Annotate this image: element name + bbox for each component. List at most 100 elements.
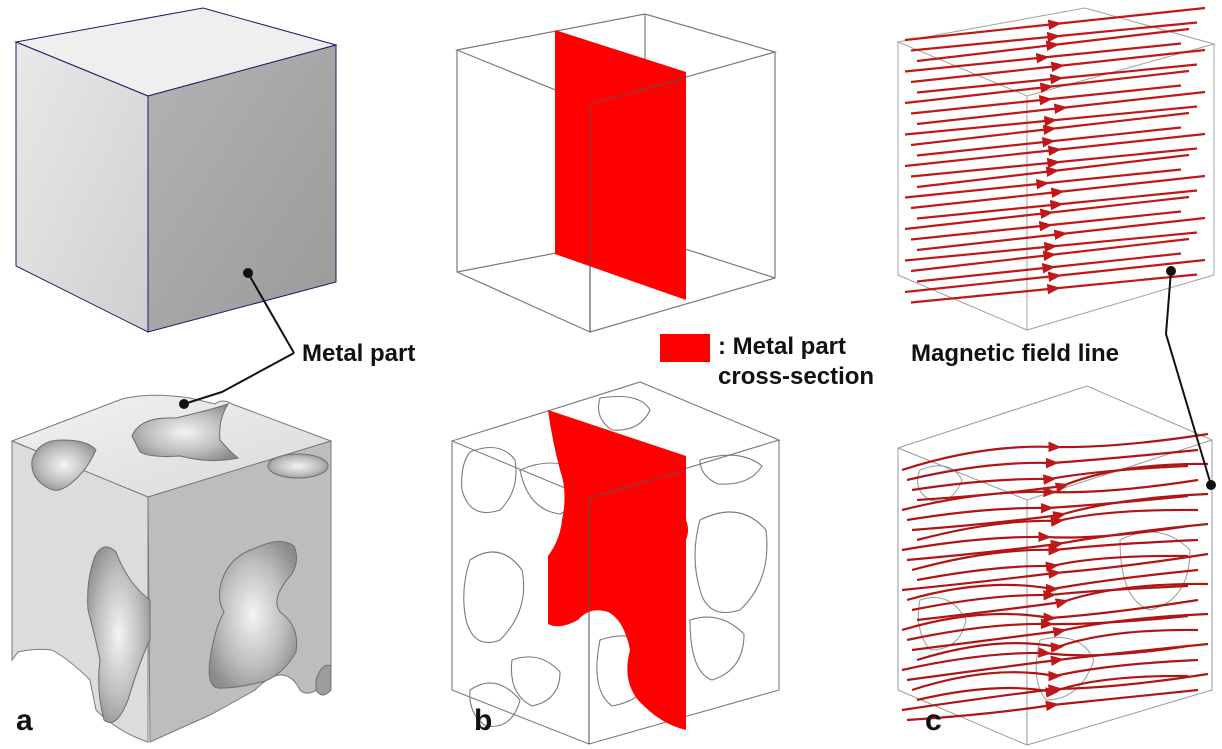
hole-left-face	[87, 546, 151, 723]
field-line	[910, 273, 1198, 304]
field-line	[904, 132, 1206, 168]
magnetic-field-callout	[1164, 266, 1216, 490]
cross-section-plane-top	[555, 30, 686, 300]
field-line	[906, 448, 1199, 482]
field-line	[916, 216, 1206, 252]
box-outline	[896, 7, 1216, 97]
field-line	[910, 174, 1206, 210]
field-line	[901, 672, 1209, 712]
field-line	[910, 111, 1190, 147]
field-line	[910, 237, 1190, 273]
field-line	[906, 688, 1199, 722]
field-line	[910, 21, 1198, 52]
metal-part-callout	[179, 268, 295, 409]
field-line	[911, 584, 1189, 612]
legend-swatch-icon	[660, 334, 710, 362]
magnetic-field-line-label: Magnetic field line	[911, 340, 1120, 367]
field-line	[916, 126, 1182, 157]
metal-part-label: Metal part	[302, 340, 416, 367]
field-line	[916, 628, 1199, 662]
field-line	[910, 84, 1182, 115]
field-line	[901, 432, 1209, 472]
box-outline	[1026, 44, 1215, 331]
pore-contour	[694, 511, 768, 614]
cross-section-plane-bottom	[548, 410, 688, 730]
field-lines-porous	[901, 432, 1209, 722]
pore-contour	[469, 682, 521, 728]
panel-b-front-edges-top	[589, 77, 687, 332]
hole-right-edge	[315, 664, 332, 696]
field-line	[901, 644, 1189, 672]
pore-contour	[597, 395, 651, 431]
field-line	[904, 6, 1206, 42]
leader-line	[247, 272, 295, 354]
box-outline	[897, 42, 1028, 331]
field-line	[916, 27, 1190, 63]
box-outline	[897, 448, 1028, 746]
field-line	[916, 252, 1182, 283]
box-outline	[896, 385, 1214, 501]
pore-contour	[461, 446, 517, 514]
pore-contour	[1035, 637, 1095, 701]
field-line	[916, 189, 1198, 220]
leader-line	[183, 352, 295, 405]
panel-c-uniform-field	[896, 6, 1216, 331]
field-line	[901, 478, 1199, 512]
panel-label-a: a	[16, 704, 33, 737]
field-line	[911, 464, 1189, 492]
field-line	[904, 195, 1190, 231]
field-line	[910, 210, 1182, 241]
field-line	[906, 614, 1189, 642]
field-line	[916, 554, 1189, 582]
field-line	[906, 494, 1189, 522]
pore-contour	[917, 597, 967, 651]
field-line	[906, 522, 1209, 562]
field-line	[911, 492, 1209, 532]
field-line	[911, 538, 1199, 572]
field-line	[910, 147, 1198, 178]
field-line	[906, 642, 1209, 682]
panel-label-c: c	[925, 704, 942, 737]
field-line	[904, 258, 1206, 294]
hole-top-left	[31, 439, 97, 491]
field-line	[901, 598, 1199, 632]
field-line	[916, 153, 1190, 189]
legend-line-2: cross-section	[718, 363, 875, 390]
field-line	[916, 582, 1209, 622]
field-line	[904, 42, 1182, 73]
field-line	[916, 63, 1198, 94]
pore-contour	[689, 616, 745, 681]
field-line	[906, 568, 1199, 602]
field-line	[916, 674, 1189, 702]
pore-contour	[699, 454, 763, 485]
field-line	[916, 90, 1206, 126]
panel-c-porous-field	[896, 385, 1214, 746]
pore-contour	[463, 551, 525, 644]
field-line	[904, 231, 1198, 262]
field-line	[904, 168, 1182, 199]
panel-a-solid-cube	[14, 7, 338, 333]
panel-b-front-edges-bottom	[588, 469, 687, 744]
hole-top-center	[131, 403, 240, 462]
field-lines-uniform	[904, 6, 1206, 304]
legend-text: : Metal part cross-section	[718, 332, 874, 392]
box-outline	[588, 440, 780, 745]
field-line	[911, 612, 1209, 652]
hole-right-face	[208, 541, 298, 689]
field-line	[901, 552, 1209, 592]
field-line	[904, 105, 1198, 136]
panel-a-porous-part	[10, 394, 333, 743]
panel-label-b: b	[474, 704, 493, 737]
field-line	[910, 48, 1206, 84]
cube-right-face	[147, 44, 337, 333]
field-line	[911, 658, 1199, 692]
box-front-edge	[588, 469, 687, 499]
pore-contour	[510, 656, 561, 707]
field-line	[916, 508, 1199, 542]
box-outline	[1026, 440, 1213, 746]
leader-line	[1164, 270, 1212, 486]
hole-top-right	[267, 453, 329, 479]
field-line	[904, 69, 1190, 105]
